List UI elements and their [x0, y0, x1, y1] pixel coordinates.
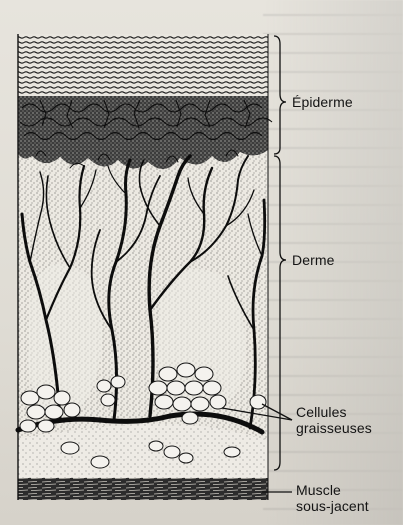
label-muscle-line2: sous-jacent — [296, 498, 369, 514]
fat-cell — [210, 395, 226, 409]
derme-bracket — [274, 156, 286, 470]
skin-block — [18, 34, 272, 500]
fat-cell — [91, 456, 109, 468]
epiderme-bracket — [274, 36, 286, 154]
label-cellules-line2: graisseuses — [296, 420, 372, 436]
label-epiderme-text: Épiderme — [292, 94, 353, 110]
fat-cell — [20, 420, 36, 432]
fat-cell — [191, 397, 209, 411]
fat-cell — [224, 447, 240, 457]
fat-cell — [185, 381, 203, 395]
fat-cell — [37, 385, 55, 399]
fat-cell — [149, 381, 167, 395]
fat-cell — [149, 441, 163, 451]
fat-cell — [167, 381, 185, 395]
fat-cell — [38, 420, 54, 432]
label-cellules-line1: Cellules — [296, 404, 372, 420]
label-epiderme: Épiderme — [292, 94, 353, 110]
fat-cell — [179, 453, 193, 463]
muscle-layer — [18, 478, 268, 500]
fat-cell — [195, 367, 213, 381]
fat-cell — [177, 363, 195, 377]
fat-cell — [101, 394, 115, 406]
label-cellules-graisseuses: Cellules graisseuses — [296, 404, 372, 436]
fat-cell — [173, 397, 191, 411]
fat-cell — [61, 442, 79, 454]
fat-cell — [64, 403, 80, 417]
label-derme: Derme — [292, 252, 335, 268]
fat-cell — [182, 412, 198, 424]
fat-cell — [203, 381, 221, 395]
fat-cell — [45, 405, 63, 419]
fat-cell — [21, 391, 39, 405]
label-muscle-line1: Muscle — [296, 482, 369, 498]
fat-cell — [54, 391, 70, 405]
label-muscle-sous-jacent: Muscle sous-jacent — [296, 482, 369, 514]
fat-cell — [250, 395, 266, 409]
fat-cell — [155, 395, 173, 409]
fat-cell — [27, 405, 45, 419]
fat-cell — [164, 446, 180, 458]
fat-cell — [97, 380, 111, 392]
stratum-corneum-layer — [18, 34, 268, 96]
label-derme-text: Derme — [292, 252, 335, 268]
fat-cell — [111, 376, 125, 388]
fat-cell — [159, 367, 177, 381]
